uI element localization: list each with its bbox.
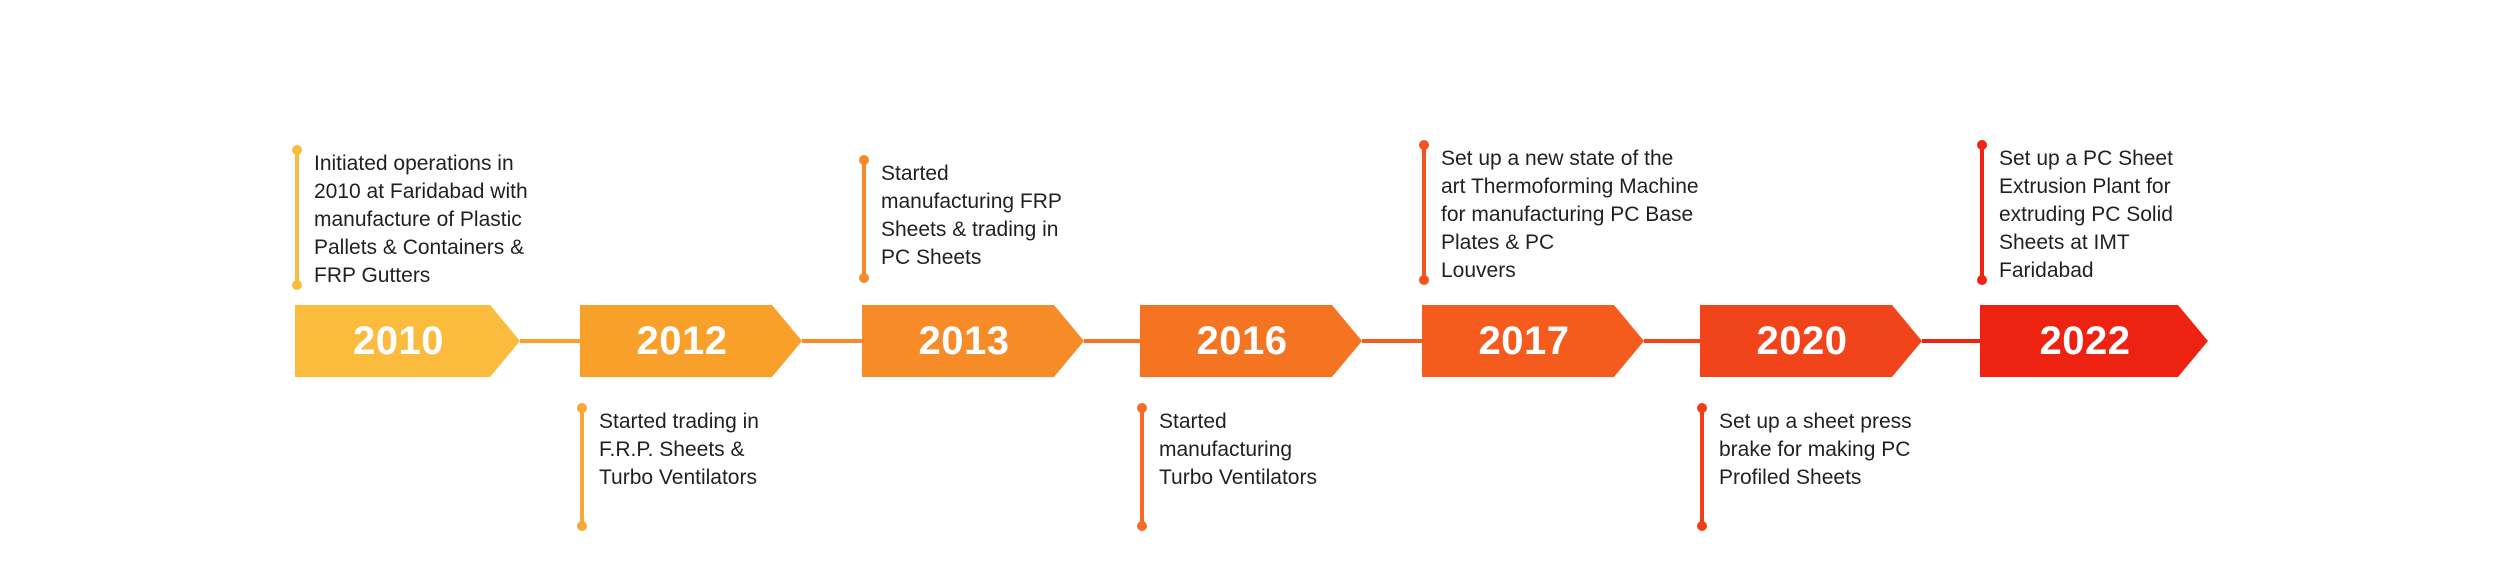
- milestone-badge-2017[interactable]: 2017: [1422, 305, 1644, 377]
- milestone-badge-2010[interactable]: 2010: [295, 305, 520, 377]
- badge-shape-2012: 2012: [580, 305, 802, 377]
- annotation-text: Started trading in F.R.P. Sheets & Turbo…: [599, 410, 759, 489]
- annotation-stem: [859, 155, 869, 283]
- annotation-stem: [1137, 403, 1147, 531]
- badge-year-label: 2020: [1756, 319, 1848, 363]
- annotation-text: Set up a sheet press brake for making PC…: [1719, 410, 1912, 489]
- milestone-badge-2022[interactable]: 2022: [1980, 305, 2208, 377]
- badge-year-label: 2017: [1478, 319, 1570, 363]
- milestone-annotation-2017: Set up a new state of the art Thermoform…: [1419, 140, 1699, 285]
- badge-shape-2020: 2020: [1700, 305, 1922, 377]
- badge-year-label: 2010: [353, 319, 444, 363]
- milestone-annotation-2013: Started manufacturing FRP Sheets & tradi…: [859, 155, 1062, 283]
- milestone-annotation-2012: Started trading in F.R.P. Sheets & Turbo…: [577, 403, 759, 531]
- badge-shape-2010: 2010: [295, 305, 520, 377]
- badge-shape-2016: 2016: [1140, 305, 1362, 377]
- badge-year-label: 2022: [2039, 319, 2131, 363]
- milestone-badge-2020[interactable]: 2020: [1700, 305, 1922, 377]
- badge-connector-line: [1362, 339, 1422, 343]
- annotation-text: Started manufacturing Turbo Ventilators: [1159, 410, 1317, 489]
- badge-connector-line: [1084, 339, 1140, 343]
- badge-connector-line: [802, 339, 862, 343]
- milestone-badge-2016[interactable]: 2016: [1140, 305, 1362, 377]
- milestone-badge-2012[interactable]: 2012: [580, 305, 802, 377]
- milestone-annotation-2022: Set up a PC Sheet Extrusion Plant for ex…: [1977, 140, 2173, 285]
- annotation-stem: [1977, 140, 1987, 285]
- annotation-stem: [1419, 140, 1429, 285]
- milestone-annotation-2016: Started manufacturing Turbo Ventilators: [1137, 403, 1317, 531]
- badge-year-label: 2012: [636, 319, 728, 363]
- annotation-text: Started manufacturing FRP Sheets & tradi…: [881, 162, 1062, 269]
- annotation-text: Initiated operations in 2010 at Faridaba…: [314, 152, 528, 287]
- annotation-stem: [292, 145, 302, 290]
- annotation-stem: [1697, 403, 1707, 531]
- annotation-text: Set up a new state of the art Thermoform…: [1441, 147, 1699, 282]
- badge-year-label: 2013: [918, 319, 1010, 363]
- badge-shape-2017: 2017: [1422, 305, 1644, 377]
- milestone-annotation-2020: Set up a sheet press brake for making PC…: [1697, 403, 1912, 531]
- milestone-badge-2013[interactable]: 2013: [862, 305, 1084, 377]
- badge-connector-line: [1922, 339, 1980, 343]
- badge-shape-2013: 2013: [862, 305, 1084, 377]
- annotation-stem: [577, 403, 587, 531]
- badge-connector-line: [1644, 339, 1700, 343]
- badge-shape-2022: 2022: [1980, 305, 2208, 377]
- annotation-text: Set up a PC Sheet Extrusion Plant for ex…: [1999, 147, 2173, 282]
- badge-year-label: 2016: [1196, 319, 1288, 363]
- milestone-annotation-2010: Initiated operations in 2010 at Faridaba…: [292, 145, 528, 290]
- badge-connector-line: [520, 339, 580, 343]
